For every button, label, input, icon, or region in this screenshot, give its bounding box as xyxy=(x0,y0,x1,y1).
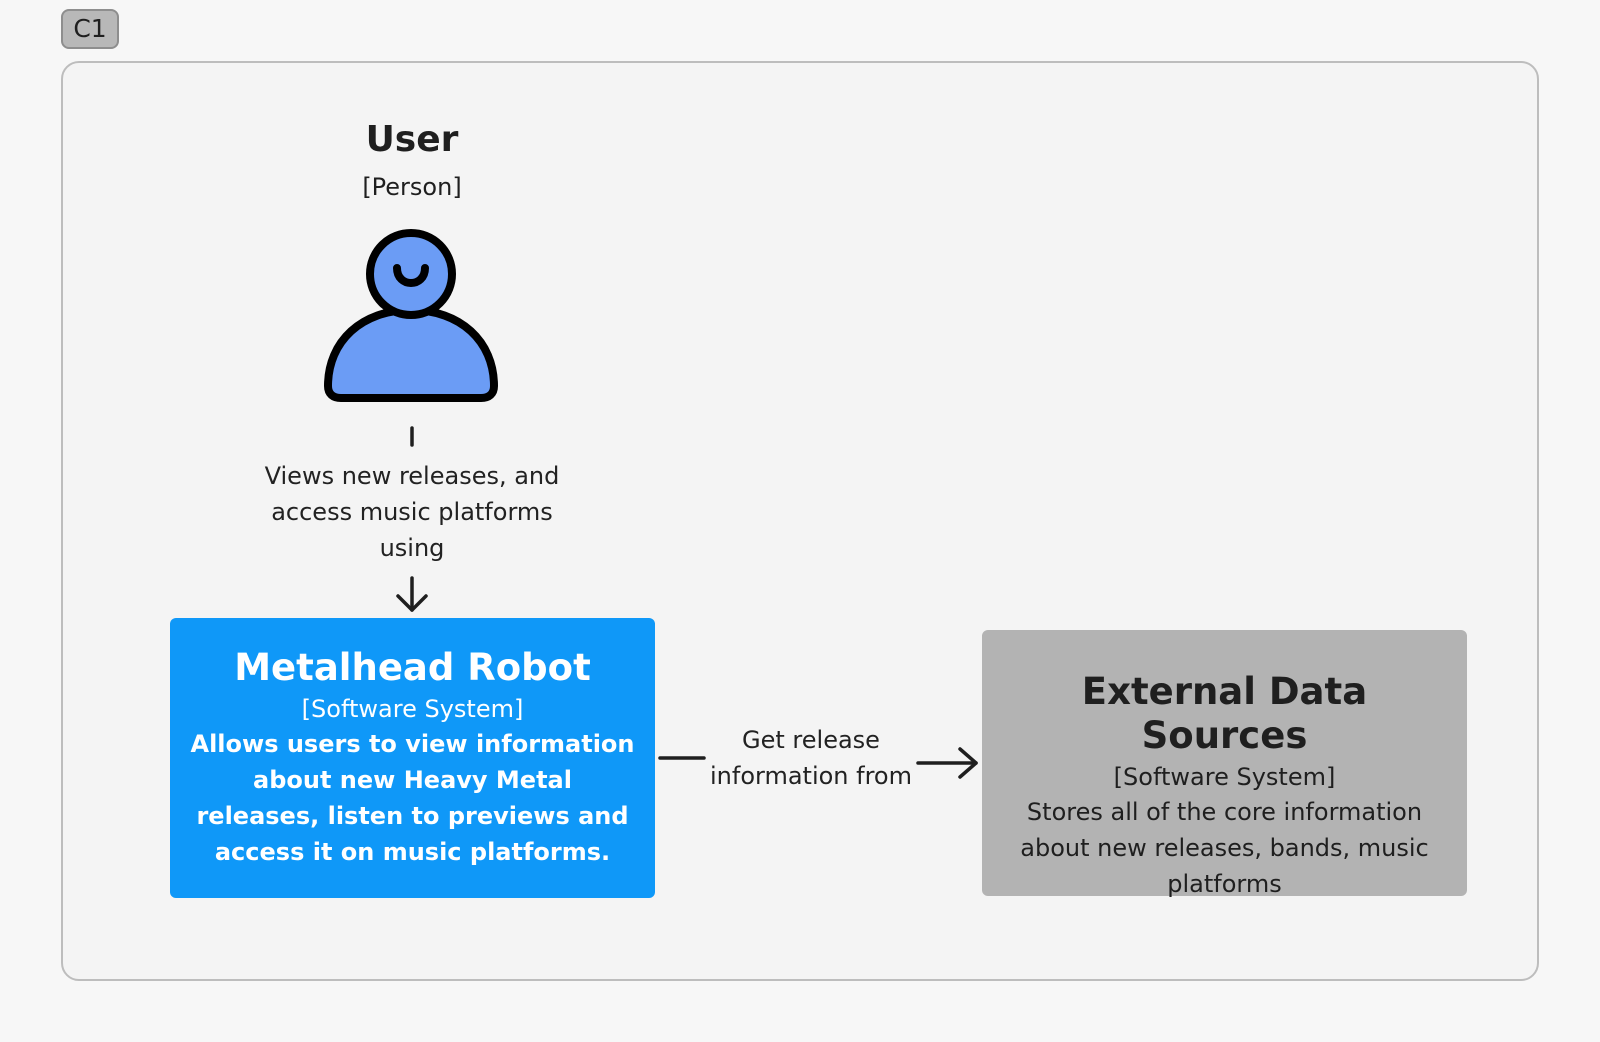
external-system-description: Stores all of the core information about… xyxy=(1020,798,1429,898)
system-box-metalhead-robot[interactable]: Metalhead Robot [Software System] Allows… xyxy=(170,618,655,898)
system-description: Allows users to view information about n… xyxy=(190,730,635,866)
external-system-title: External Data Sources xyxy=(1081,670,1368,757)
person-icon[interactable] xyxy=(322,226,500,402)
relationship-label-user-to-system: Views new releases, and access music pla… xyxy=(264,462,560,562)
system-type: [Software System] xyxy=(301,695,524,723)
external-system-type: [Software System] xyxy=(1113,763,1336,791)
system-box-external-data-sources[interactable]: External Data Sources [Software System] … xyxy=(982,630,1467,898)
frame-tag[interactable]: C1 xyxy=(61,9,119,49)
relationship-label-system-to-external: Get release information from xyxy=(710,726,912,790)
person-type: [Person] xyxy=(362,173,462,201)
system-title: Metalhead Robot xyxy=(234,646,591,689)
person-name: User xyxy=(365,119,459,160)
